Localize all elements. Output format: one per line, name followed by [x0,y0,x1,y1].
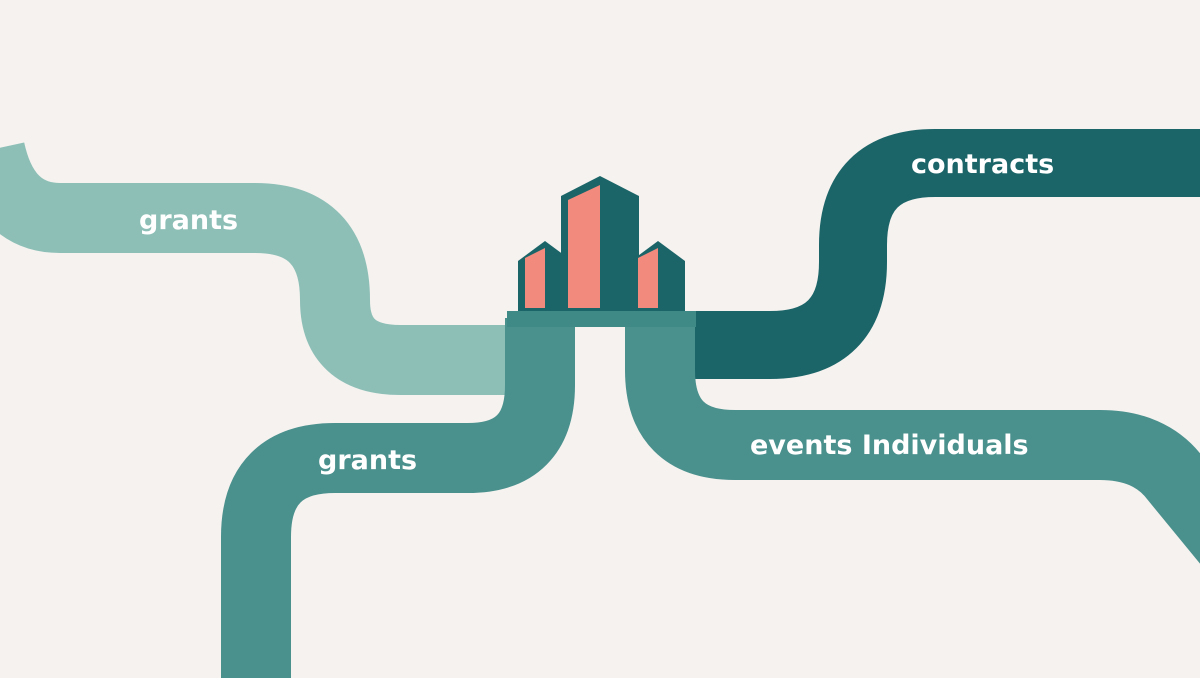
label-grants-upper: grants [139,205,238,236]
stream-grants-lower [221,318,575,678]
label-grants-lower: grants [318,445,417,476]
label-contracts: contracts [911,149,1054,180]
stream-events-individuals [625,318,1200,564]
building-icon [518,176,685,311]
stream-contracts [655,129,1200,379]
stream-grants-upper [0,141,512,395]
building-platform [507,311,696,327]
label-events-individuals: events Individuals [750,430,1029,461]
